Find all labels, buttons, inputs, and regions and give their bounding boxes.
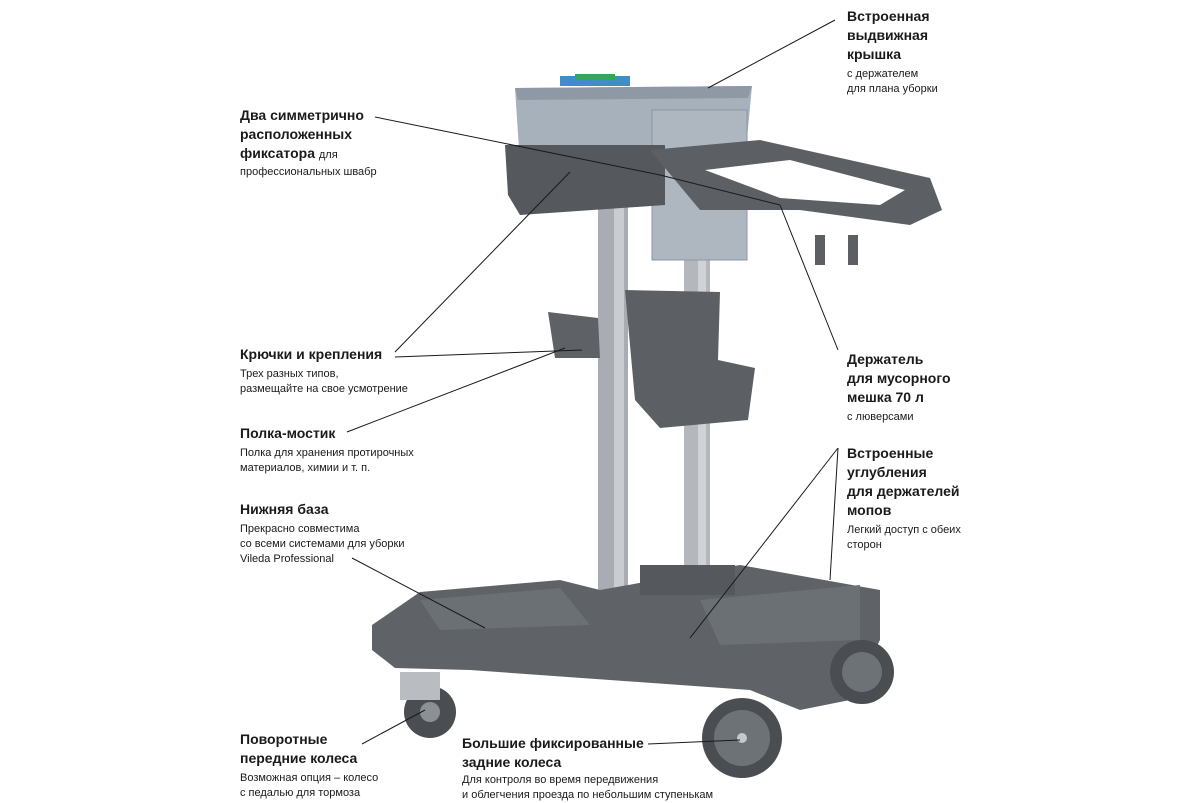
front-wheel <box>400 672 456 738</box>
label-clamps: Два симметрично расположенных фиксатора … <box>240 106 377 180</box>
base-title: Нижняя база <box>240 501 329 517</box>
rear-wheels-desc: Для контроля во время передвижения и обл… <box>462 774 714 801</box>
clamps-title: Два симметрично расположенных фиксатора <box>240 107 364 161</box>
shelf-title: Полка-мостик <box>240 425 336 441</box>
recesses-desc: Легкий доступ с обеих сторон <box>847 524 961 551</box>
leader-lines <box>346 19 839 745</box>
bucket-tray <box>505 145 665 215</box>
label-front-wheels: Поворотные передние колеса Возможная опц… <box>240 730 378 801</box>
recesses-title: Встроенные углубления для держателей моп… <box>847 445 960 518</box>
bag-title: Держатель для мусорного мешка 70 л <box>847 351 951 405</box>
hooks-title: Крючки и крепления <box>240 346 383 362</box>
hook-holder <box>548 312 600 358</box>
label-rear-wheels: Большие фиксированные задние колеса Для … <box>462 734 713 803</box>
rear-wheel-left <box>702 698 782 778</box>
label-lid: Встроенная выдвижная крышка с держателем… <box>847 7 938 97</box>
lid-title: Встроенная выдвижная крышка <box>847 8 930 62</box>
hooks-desc: Трех разных типов, размещайте на свое ус… <box>240 368 408 395</box>
clamps-desc: профессиональных швабр <box>240 166 377 178</box>
front-wheels-title: Поворотные передние колеса <box>240 731 358 766</box>
label-shelf: Полка-мостик Полка для хранения протироч… <box>240 424 414 476</box>
shelf-desc: Полка для хранения протирочных материало… <box>240 447 414 474</box>
bridge-shelf <box>625 290 755 428</box>
base-desc: Прекрасно совместима со всеми системами … <box>240 523 405 565</box>
lid-desc: с держателем для плана уборки <box>847 68 938 95</box>
label-recesses: Встроенные углубления для держателей моп… <box>847 444 961 553</box>
bag-desc: с люверсами <box>847 411 914 423</box>
rear-wheel-right <box>830 640 894 704</box>
rear-wheels-title: Большие фиксированные задние колеса <box>462 735 644 770</box>
label-bag: Держатель для мусорного мешка 70 л с люв… <box>847 350 951 425</box>
label-hooks: Крючки и крепления Трех разных типов, ра… <box>240 345 408 397</box>
clamps-inline: для <box>318 149 338 161</box>
front-wheels-desc: Возможная опция – колесо с педалью для т… <box>240 772 379 799</box>
label-base: Нижняя база Прекрасно совместима со всем… <box>240 500 404 567</box>
